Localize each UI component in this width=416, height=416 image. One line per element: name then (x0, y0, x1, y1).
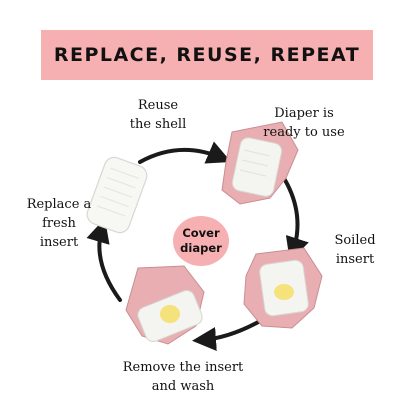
fresh-insert-image (86, 156, 148, 234)
label-line: ready to use (263, 125, 345, 140)
label-replace-insert: Replace a fresh insert (14, 195, 104, 252)
label-remove-wash: Remove the insert and wash (108, 358, 258, 396)
label-line: insert (39, 235, 79, 250)
label-line: Reuse (137, 98, 179, 113)
removed-insert-image (125, 265, 205, 345)
center-line1: Cover (182, 226, 220, 240)
label-line: Remove the insert (122, 360, 244, 375)
arrow-left (86, 218, 122, 302)
label-ready-to-use: Diaper is ready to use (254, 104, 354, 142)
label-line: Replace a (26, 197, 92, 212)
label-line: and wash (151, 379, 215, 394)
cover-diaper-badge: Cover diaper (173, 216, 229, 266)
soiled-diaper-image (243, 247, 323, 329)
ready-diaper-image (221, 121, 299, 205)
label-line: the shell (129, 117, 187, 132)
title-text: REPLACE, REUSE, REPEAT (53, 44, 361, 66)
arrow-bottom (192, 318, 264, 351)
center-line2: diaper (180, 241, 222, 255)
label-reuse-shell: Reuse the shell (118, 96, 198, 134)
arrow-top (138, 141, 232, 164)
label-line: fresh (42, 216, 76, 231)
label-soiled-insert: Soiled insert (320, 231, 390, 269)
arrow-right (283, 178, 309, 262)
label-line: insert (335, 252, 375, 267)
label-line: Diaper is (274, 106, 334, 121)
title-banner: REPLACE, REUSE, REPEAT (41, 30, 373, 80)
label-line: Soiled (334, 233, 376, 248)
